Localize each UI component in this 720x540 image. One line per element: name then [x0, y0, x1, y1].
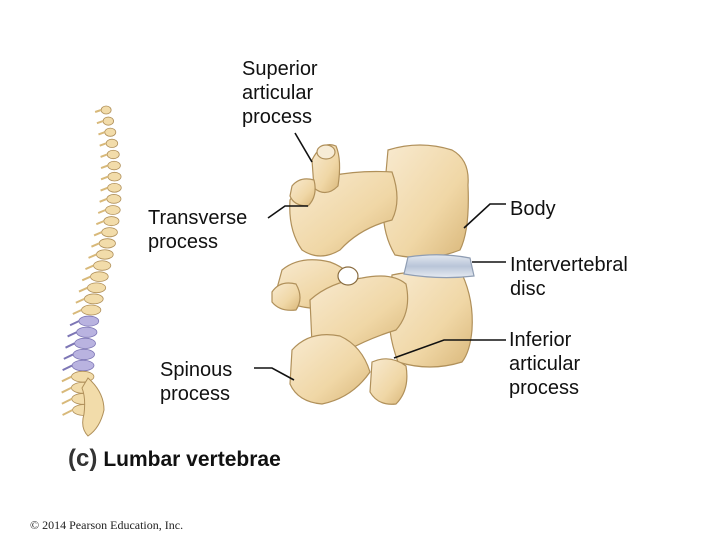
- label-inferior-articular-process: Inferior articular process: [509, 329, 581, 399]
- column-vertebra: [86, 282, 107, 294]
- column-spinous-spur: [67, 331, 77, 338]
- column-spinous-spur: [91, 242, 100, 248]
- figure-caption: (c)Lumbar vertebrae: [68, 445, 281, 473]
- copyright-notice: © 2014 Pearson Education, Inc.: [30, 518, 184, 532]
- column-spinous-spur: [100, 175, 109, 181]
- pointer-body: [463, 203, 506, 229]
- column-spinous-spur: [99, 197, 108, 203]
- column-vertebra: [107, 182, 122, 193]
- column-spinous-spur: [65, 342, 76, 349]
- column-vertebra: [107, 160, 121, 171]
- label-transverse-process: Transverse process: [148, 207, 248, 253]
- column-sacrum: [81, 377, 105, 437]
- upper-articular-knob: [289, 178, 316, 207]
- column-lumbar-vertebra: [72, 348, 95, 361]
- lower-spinous-process: [289, 334, 371, 405]
- label-body: Body: [510, 198, 556, 220]
- pointer-inferior-articular: [393, 339, 506, 359]
- pointer-superior-articular: [294, 132, 313, 163]
- column-vertebra: [105, 205, 121, 215]
- column-spinous-spur: [81, 275, 91, 282]
- column-lumbar-vertebra: [74, 337, 96, 349]
- column-vertebra: [106, 149, 120, 160]
- column-vertebra: [98, 238, 116, 249]
- column-spinous-spur: [78, 286, 88, 293]
- column-lumbar-vertebra: [78, 315, 100, 327]
- label-intervertebral-disc: Intervertebral disc: [510, 254, 628, 300]
- column-vertebra: [93, 260, 112, 271]
- column-spinous-spur: [98, 131, 106, 136]
- column-vertebra: [106, 194, 122, 204]
- column-spinous-spur: [69, 320, 80, 327]
- column-lumbar-vertebra: [71, 359, 95, 372]
- intervertebral-disc: [403, 254, 475, 279]
- column-spinous-spur: [61, 375, 72, 383]
- intervertebral-foramen: [337, 266, 359, 286]
- column-spinous-spur: [93, 231, 103, 237]
- lumbar-vertebrae-pair: [271, 144, 475, 405]
- column-spinous-spur: [61, 386, 72, 394]
- column-spinous-spur: [99, 142, 107, 147]
- pointer-spinous: [254, 367, 295, 381]
- column-spinous-spur: [62, 364, 73, 372]
- column-vertebra: [83, 293, 104, 305]
- column-spinous-spur: [100, 153, 108, 158]
- vertebral-column: [61, 105, 122, 437]
- column-vertebra: [105, 138, 119, 148]
- column-vertebra: [90, 271, 109, 282]
- column-spinous-spur: [85, 264, 94, 271]
- label-superior-articular-process: Superior articular process: [242, 58, 318, 128]
- column-vertebra: [102, 116, 114, 126]
- column-spinous-spur: [75, 297, 85, 304]
- column-spinous-spur: [97, 209, 106, 214]
- column-spinous-spur: [62, 409, 74, 416]
- pointer-lines: [254, 132, 506, 381]
- caption-letter: (c): [68, 445, 98, 472]
- column-vertebra: [107, 171, 122, 182]
- lower-transverse-knob: [271, 282, 301, 311]
- caption-title: Lumbar vertebrae: [103, 448, 281, 471]
- column-spinous-spur: [61, 397, 73, 405]
- column-vertebra: [81, 304, 102, 316]
- pointer-transverse: [267, 205, 308, 219]
- column-spinous-spur: [63, 353, 74, 360]
- column-spinous-spur: [100, 164, 109, 170]
- column-vertebra: [101, 227, 118, 238]
- column-spinous-spur: [72, 309, 82, 315]
- column-spinous-spur: [100, 186, 108, 192]
- column-vertebra: [100, 105, 112, 115]
- column-lumbar-vertebra: [76, 326, 98, 338]
- column-spinous-spur: [96, 120, 104, 125]
- column-vertebra: [96, 249, 114, 260]
- column-vertebra: [103, 216, 120, 227]
- inferior-articular-process: [369, 358, 408, 405]
- column-spinous-spur: [95, 220, 105, 226]
- label-spinous-process: Spinous process: [160, 359, 233, 405]
- upper-vertebral-body: [382, 144, 469, 259]
- column-spinous-spur: [94, 109, 102, 113]
- column-spinous-spur: [88, 253, 97, 259]
- superior-articular-facet: [316, 144, 336, 160]
- column-vertebra: [104, 127, 117, 137]
